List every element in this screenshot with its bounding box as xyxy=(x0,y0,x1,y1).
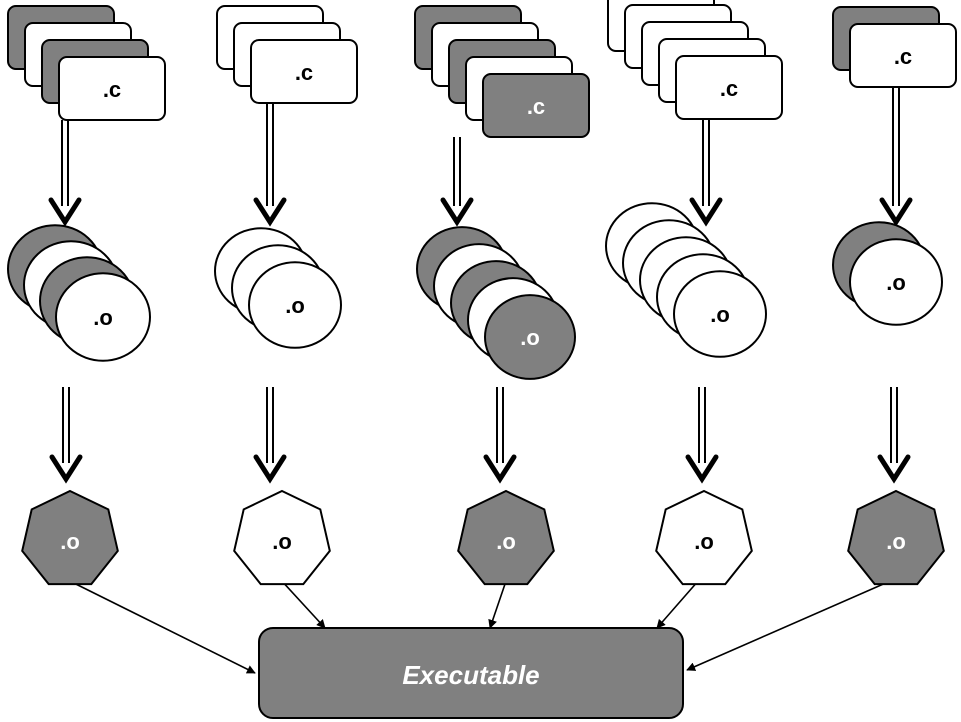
object-file-circle xyxy=(484,294,576,380)
linked-object-label: .o xyxy=(272,529,292,554)
object-file-stack: .o xyxy=(832,221,943,326)
link-arrow xyxy=(656,580,699,629)
object-file-label: .o xyxy=(710,302,730,327)
source-file-label: .c xyxy=(103,77,121,102)
linked-object-heptagon: .o xyxy=(21,489,119,586)
column-5: .c .o .o xyxy=(832,6,957,586)
linked-object-heptagon: .o xyxy=(655,489,753,586)
object-file-circle xyxy=(673,270,767,358)
object-file-stack: .o xyxy=(416,226,576,380)
object-file-label: .o xyxy=(886,270,906,295)
link-arrow xyxy=(488,580,507,629)
compile-arrow xyxy=(440,137,474,227)
executable-rect xyxy=(258,627,684,719)
linked-object-heptagon: .o xyxy=(457,489,555,586)
object-file-stack: .o xyxy=(214,227,342,349)
linked-object-heptagon: .o xyxy=(847,489,945,586)
heptagon-shape xyxy=(233,489,331,586)
executable-label: Executable xyxy=(402,660,539,690)
linked-object-label: .o xyxy=(60,529,80,554)
archive-arrow xyxy=(253,387,287,484)
object-file-label: .o xyxy=(520,325,540,350)
archive-arrow xyxy=(877,387,911,484)
object-file-circle xyxy=(248,261,342,349)
object-file-label: .o xyxy=(93,305,113,330)
compile-arrow xyxy=(48,120,82,227)
linked-object-label: .o xyxy=(496,529,516,554)
source-file-stack: .c xyxy=(414,5,590,138)
column-1: .c .o .o xyxy=(7,5,166,586)
source-file-label: .c xyxy=(720,76,738,101)
source-file-label: .c xyxy=(295,60,313,85)
heptagon-shape xyxy=(457,489,555,586)
heptagon-shape xyxy=(21,489,119,586)
source-file-stack: .c xyxy=(216,5,358,104)
link-arrow xyxy=(69,580,256,674)
source-file-stack: .c xyxy=(607,0,783,120)
source-file-stack: .c xyxy=(7,5,166,121)
column-2: .c .o .o xyxy=(214,5,358,586)
source-file-card xyxy=(482,73,590,138)
compile-arrow xyxy=(689,119,723,227)
link-arrows xyxy=(69,580,891,674)
object-file-circle xyxy=(55,272,151,362)
heptagon-shape xyxy=(847,489,945,586)
compile-arrow xyxy=(879,87,913,227)
source-file-label: .c xyxy=(527,94,545,119)
archive-arrow xyxy=(483,387,517,484)
compilation-columns: .c .o .o .c .o .o .c .o .o .c .o .o .c .o .o xyxy=(7,0,957,586)
linked-object-label: .o xyxy=(886,529,906,554)
heptagon-shape xyxy=(655,489,753,586)
archive-arrow xyxy=(685,387,719,484)
source-file-stack: .c xyxy=(832,6,957,88)
object-file-stack: .o xyxy=(605,202,767,358)
source-file-label: .c xyxy=(894,44,912,69)
source-file-card xyxy=(250,39,358,104)
link-arrow xyxy=(686,580,891,671)
column-3: .c .o .o xyxy=(414,5,590,586)
source-file-card xyxy=(675,55,783,120)
linked-object-label: .o xyxy=(694,529,714,554)
object-file-circle xyxy=(849,238,943,326)
compile-arrow xyxy=(253,103,287,227)
executable-box: Executable xyxy=(258,627,684,719)
source-file-card xyxy=(58,56,166,121)
link-arrow xyxy=(281,580,326,629)
source-file-card xyxy=(849,23,957,88)
column-4: .c .o .o xyxy=(605,0,783,586)
object-file-stack: .o xyxy=(7,224,151,362)
linked-object-heptagon: .o xyxy=(233,489,331,586)
archive-arrow xyxy=(49,387,83,484)
object-file-label: .o xyxy=(285,293,305,318)
